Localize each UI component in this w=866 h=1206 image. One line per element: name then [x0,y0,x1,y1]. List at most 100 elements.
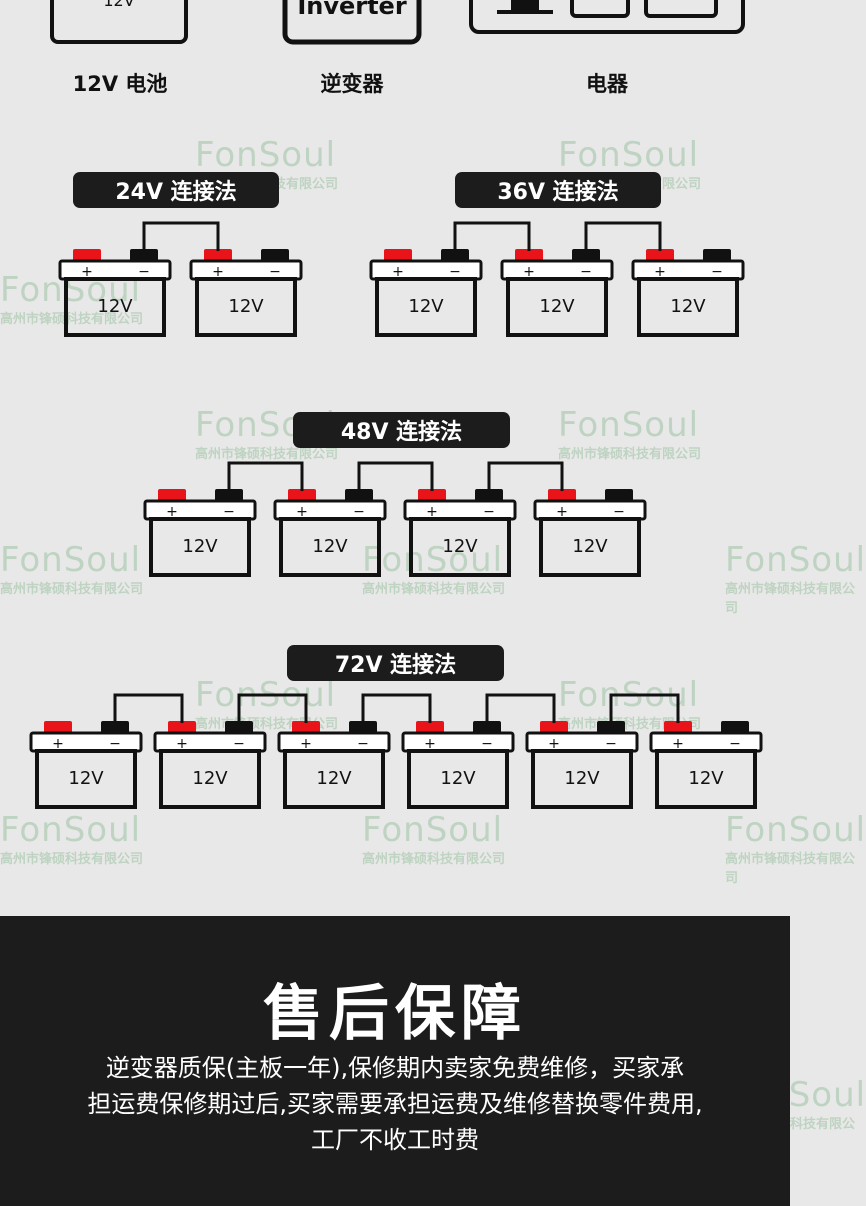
negative-sign: − [353,504,365,520]
negative-sign: − [481,736,493,752]
inverter-caption: 逆变器 [320,72,384,96]
connection-wire [609,693,680,723]
battery-voltage-label: 12V [97,296,133,317]
section-title-72v: 72V 连接法 [287,645,504,681]
positive-sign: + [52,736,64,752]
appliance-icon [469,0,745,34]
battery-body [637,277,739,337]
battery-top-plate [631,259,745,281]
after-sales-description: 逆变器质保(主板一年),保修期内卖家免费维修，买家承 担运费保修期过后,买家需要… [40,1050,750,1158]
appliance-fan-icon [497,0,553,14]
positive-sign: + [426,504,438,520]
inverter-icon [282,0,422,45]
positive-sign: + [392,264,404,280]
battery-voltage-label: 12V [182,536,218,557]
negative-sign: − [223,504,235,520]
battery-body [506,277,608,337]
after-sales-title: 售后保障 [263,979,527,1049]
section-title-48v: 48V 连接法 [293,412,510,448]
battery-voltage-label: 12V [564,768,600,789]
connection-wire [227,461,304,491]
battery-body [149,517,251,577]
appliance-device-icon [644,0,718,18]
battery-voltage-label: 12V [312,536,348,557]
positive-sign: + [654,264,666,280]
appliance-caption: 电器 [586,72,628,96]
positive-sign: + [424,736,436,752]
battery-body [531,749,633,809]
battery-top-plate [143,499,257,521]
battery-top-plate [533,499,647,521]
battery-body [655,749,757,809]
negative-sign: − [109,736,121,752]
negative-sign: − [613,504,625,520]
connection-wire [361,693,432,723]
battery-top-plate [189,259,303,281]
connection-wire [584,221,662,251]
positive-sign: + [672,736,684,752]
battery-top-plate [29,731,143,753]
negative-sign: − [449,264,461,280]
section-title-24v: 24V 连接法 [73,172,279,208]
battery-voltage-label: 12V [408,296,444,317]
negative-sign: − [483,504,495,520]
negative-sign: − [605,736,617,752]
positive-sign: + [523,264,535,280]
section-title-36v: 36V 连接法 [455,172,661,208]
negative-sign: − [580,264,592,280]
connection-wire [357,461,434,491]
battery-voltage-label: 12V [440,768,476,789]
negative-sign: − [711,264,723,280]
connection-wire [237,693,308,723]
inverter-icon-label: Inverter [297,0,407,20]
battery-voltage-label: 12V [68,768,104,789]
battery-top-plate [153,731,267,753]
battery-voltage-label: 12V [670,296,706,317]
battery-body [283,749,385,809]
battery-voltage-label: 12V [442,536,478,557]
connection-wire [487,461,564,491]
positive-sign: + [556,504,568,520]
battery-body [64,277,166,337]
battery-top-plate [500,259,614,281]
positive-sign: + [296,504,308,520]
battery-top-plate [277,731,391,753]
battery-top-plate [525,731,639,753]
battery-top-plate [369,259,483,281]
negative-sign: − [233,736,245,752]
connection-wire [142,221,220,251]
battery-icon-label: 12V [103,0,134,10]
battery-body [195,277,297,337]
desc-line: 逆变器质保(主板一年),保修期内卖家免费维修，买家承 [105,1054,685,1082]
after-sales-panel [0,916,790,1206]
positive-sign: + [548,736,560,752]
negative-sign: − [138,264,150,280]
battery-body [407,749,509,809]
battery-caption: 12V 电池 [72,72,168,96]
negative-sign: − [269,264,281,280]
positive-sign: + [300,736,312,752]
battery-top-plate [58,259,172,281]
positive-sign: + [81,264,93,280]
positive-sign: + [176,736,188,752]
battery-voltage-label: 12V [316,768,352,789]
battery-top-plate [401,731,515,753]
battery-body [159,749,261,809]
desc-line: 工厂不收工时费 [311,1126,479,1154]
desc-line: 担运费保修期过后,买家需要承担运费及维修替换零件费用, [87,1090,703,1118]
battery-icon [50,0,188,44]
connection-wire [485,693,556,723]
battery-body [375,277,477,337]
appliance-screen-icon [570,0,630,18]
battery-top-plate [403,499,517,521]
connection-wire [113,693,184,723]
battery-body [409,517,511,577]
battery-voltage-label: 12V [228,296,264,317]
positive-sign: + [212,264,224,280]
battery-voltage-label: 12V [539,296,575,317]
battery-body [35,749,137,809]
battery-top-plate [649,731,763,753]
battery-voltage-label: 12V [192,768,228,789]
battery-voltage-label: 12V [688,768,724,789]
